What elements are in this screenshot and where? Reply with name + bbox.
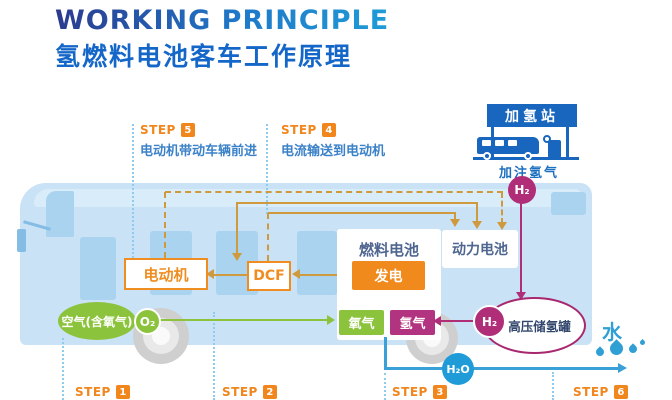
step3-annotation: STEP 3 [392,385,447,399]
step4-number: 4 [321,123,336,137]
wire-o2-to-oxygen [159,319,329,321]
h2-molecule-station: H₂ [508,176,536,204]
step6-number: 6 [613,385,628,399]
step2-leader-line [213,312,215,400]
step5-leader-line [132,124,134,258]
step4-description: 电流输送到电动机 [281,144,386,159]
step6-leader-line [552,372,554,400]
water-character: 水 [602,320,622,344]
station-sign: 加氢站 [487,104,577,127]
arrow-down-into-battery-2 [472,221,482,229]
water-pipe-vertical [384,337,387,370]
arrow-into-oxygen [327,315,335,325]
step5-number: 5 [180,123,195,137]
station-bus-wheel [524,152,532,160]
arrow-into-motor [206,269,214,279]
fuel-cell-label: 燃料电池 [358,241,419,259]
station-canopy-leg [566,127,569,159]
wire-motor-to-battery-dashed [165,191,503,193]
air-ellipse: 空气(含氧气) [58,302,136,340]
step3-leader-line [384,373,386,400]
fuel-pump-icon [548,140,561,158]
page-title-zh: 氢燃料电池客车工作原理 [55,42,353,71]
wire-dcf-to-motor [213,274,247,276]
arrow-water-out [618,363,627,373]
bus-windshield [46,191,74,237]
oxygen-box: 氧气 [339,310,384,335]
step2-number: 2 [262,385,277,399]
arrow-down-into-battery-3 [450,219,460,227]
step2-word: STEP [222,385,258,399]
wire-motor-riser-dashed [164,192,166,258]
arrow-into-dcf [292,269,300,279]
step4-annotation: STEP 4 电流输送到电动机 [281,123,385,159]
wire-battery-drop-dashed [501,192,503,224]
wire-junction-drop [236,203,238,255]
water-drop-icon [627,343,639,355]
water-drop-icon [594,346,606,358]
bus-rear-window [551,192,586,215]
bus-window [297,231,337,295]
arrow-into-tank [516,292,526,300]
station-bus-wheel [483,152,491,160]
wire-battery-drop-2 [476,203,478,223]
arrow-into-hydrogen [433,316,441,326]
dcf-box: DCF [247,261,291,291]
hydrogen-box: 氢气 [390,310,435,335]
step4-word: STEP [281,123,317,137]
station-bus-window [508,140,517,146]
step3-word: STEP [392,385,428,399]
wire-h2-to-tank [520,203,522,295]
o2-molecule: O₂ [134,308,161,335]
step2-annotation: STEP 2 [222,385,277,399]
wire-dcf-to-battery [268,212,456,214]
station-bus-window [495,140,504,146]
power-battery-box: 动力电池 [442,230,518,268]
motor-box: 电动机 [124,258,208,290]
water-pipe-horizontal [384,367,620,370]
step5-description: 电动机带动车辆前进 [140,144,258,159]
step1-word: STEP [75,385,111,399]
generate-box: 发电 [352,261,425,290]
wire-generate-to-dcf [296,274,352,276]
step6-word: STEP [573,385,609,399]
wire-battery-drop-3 [454,213,456,221]
fuel-pump-hose [543,135,551,143]
step5-word: STEP [140,123,176,137]
station-bus-window [482,140,491,146]
arrow-down-into-battery-1 [497,222,507,230]
step1-leader-line [62,338,64,400]
step1-annotation: STEP 1 [75,385,130,399]
arrow-down-to-motor-feed [232,253,242,261]
step4-leader-line [266,124,268,214]
wire-battery-to-motor [236,202,478,204]
bus-door [80,237,116,300]
step1-number: 1 [115,385,130,399]
page-title-en: WORKING PRINCIPLE [55,5,390,36]
step3-number: 3 [432,385,447,399]
h2o-molecule: H₂O [442,353,474,385]
water-drop-icon [638,338,647,347]
step5-annotation: STEP 5 电动机带动车辆前进 [140,123,257,159]
wire-dcf-riser-dashed [267,213,269,261]
bus-mirror-icon [17,229,26,252]
h2-molecule-tank: H₂ [473,305,506,338]
wire-tank-to-hydrogen [438,320,473,322]
tank-label: 高压储氢罐 [508,319,571,334]
power-battery-label: 动力电池 [452,242,508,258]
step6-annotation: STEP 6 [573,385,628,399]
